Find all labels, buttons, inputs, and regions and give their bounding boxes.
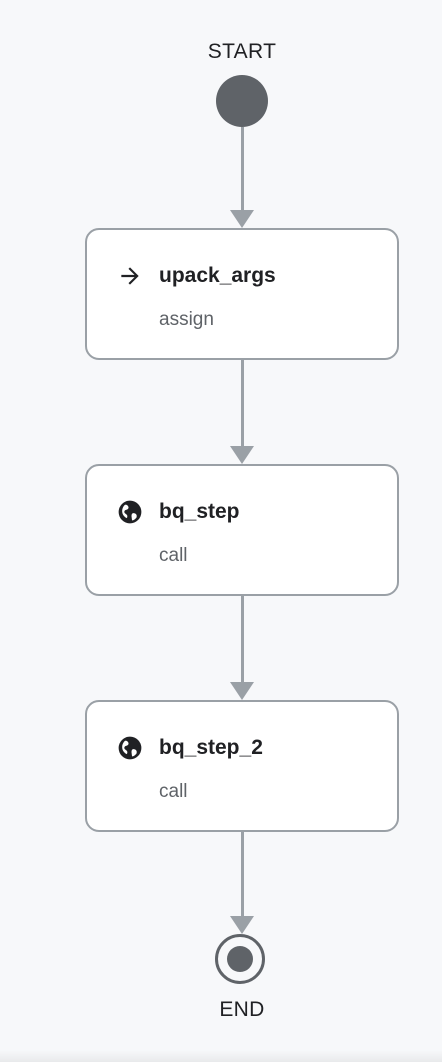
- step-type: call: [159, 781, 188, 802]
- start-label: START: [207, 40, 277, 63]
- step-node-upack-args[interactable]: upack_args assign: [85, 228, 399, 360]
- connector-step-1-to-step-2: [241, 360, 244, 447]
- start-node[interactable]: [216, 75, 268, 127]
- step-name: bq_step_2: [159, 736, 263, 759]
- arrowhead-step-3: [230, 682, 254, 700]
- step-name: upack_args: [159, 264, 276, 287]
- step-node-bq-step-2[interactable]: bq_step_2 call: [85, 700, 399, 832]
- bottom-edge-shadow: [0, 1050, 442, 1062]
- arrow-right-icon: [121, 267, 139, 285]
- globe-icon: [118, 500, 142, 524]
- step-name: bq_step: [159, 500, 240, 523]
- end-node[interactable]: [215, 934, 265, 984]
- arrowhead-step-2: [230, 446, 254, 464]
- arrowhead-end: [230, 916, 254, 934]
- step-node-bq-step[interactable]: bq_step call: [85, 464, 399, 596]
- end-node-core: [227, 946, 253, 972]
- connector-step-3-to-end: [241, 832, 244, 917]
- arrowhead-step-1: [230, 210, 254, 228]
- connector-start-to-step-1: [241, 127, 244, 211]
- connector-step-2-to-step-3: [241, 596, 244, 683]
- step-type: assign: [159, 309, 214, 330]
- globe-icon: [118, 736, 142, 760]
- end-label: END: [219, 998, 265, 1021]
- step-type: call: [159, 545, 188, 566]
